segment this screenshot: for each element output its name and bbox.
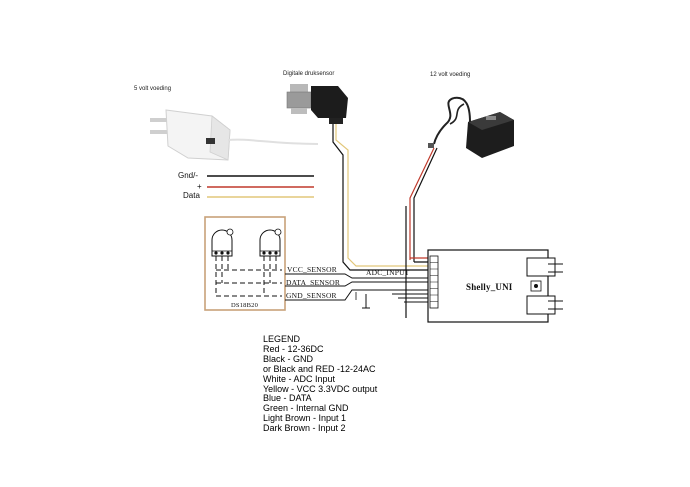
data-sensor-label: DATA_SENSOR: [286, 278, 341, 287]
legend-title: LEGEND: [263, 334, 301, 344]
pressure-sensor-image: [286, 84, 348, 124]
legend-item: Red - 12-36DC: [263, 343, 324, 354]
legend-item: Yellow - VCC 3.3VDC output: [263, 383, 378, 394]
legend-item: Blue - DATA: [263, 393, 312, 404]
temp-sensor-icon: [259, 228, 282, 296]
data-wire-label: Data: [183, 191, 200, 200]
legend-item: White - ADC Input: [263, 373, 336, 384]
power-adapter-12v-image: [428, 96, 514, 158]
psu-5v-label: 5 volt voeding: [134, 86, 172, 92]
usb-charger-image: [150, 109, 319, 161]
power-cable-12v: [405, 147, 438, 318]
psu-12v-label: 12 volt voeding: [430, 72, 471, 78]
legend-item: Black - GND: [263, 353, 314, 364]
adc-input-label: ADC_INPUT: [366, 268, 410, 277]
signal-bus: [216, 269, 432, 309]
shelly-uni-module: [427, 249, 563, 323]
gnd-sensor-label: GND_SENSOR: [286, 291, 337, 300]
legend: LEGEND Red - 12-36DC Black - GND or Blac…: [263, 334, 378, 434]
temp-sensor-box: [204, 216, 286, 311]
psu-wires: [207, 175, 314, 198]
shelly-uni-label: Shelly_UNI: [466, 282, 513, 292]
legend-item: or Black and RED -12-24AC: [263, 363, 376, 374]
temp-sensor-label: DS18B20: [231, 302, 259, 309]
legend-item: Green - Internal GND: [263, 403, 349, 414]
vcc-sensor-label: VCC_SENSOR: [287, 265, 337, 274]
legend-item: Dark Brown - Input 2: [263, 423, 346, 434]
legend-item: Light Brown - Input 1: [263, 413, 347, 424]
gnd-wire-label: Gnd/-: [178, 171, 199, 180]
pressure-sensor-label: Digitale druksensor: [283, 71, 335, 77]
temp-sensor-icon: [211, 228, 234, 296]
sensor-cable: [332, 124, 432, 271]
plus-wire-label: +: [197, 182, 202, 191]
